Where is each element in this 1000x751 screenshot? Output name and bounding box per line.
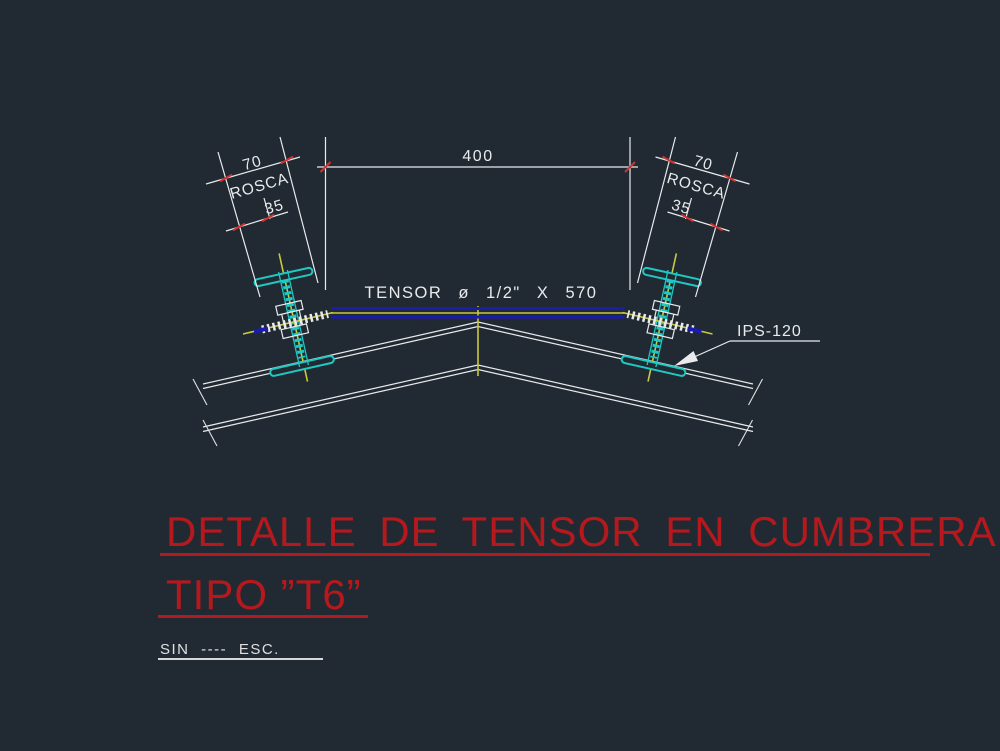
tensor-rod [331,307,625,319]
beam-type-label: IPS-120 [737,323,802,340]
title-line-1: DETALLE DE TENSOR EN CUMBRERA [166,508,997,555]
dim-400-label: 400 [462,148,493,165]
right-bolt-length-label: 70 [691,153,714,175]
scale-note: SIN ---- ESC. [160,641,280,658]
left-bolt-length-label: 70 [241,153,264,175]
title-underline-1 [160,553,930,556]
tensor-spec-label: TENSOR ø 1/2" X 570 [364,284,597,302]
right-thread-length-label: 35 [669,197,692,219]
left-thread-length-label: 35 [263,197,286,219]
arrowhead-icon [674,351,698,366]
title-block: DETALLE DE TENSOR EN CUMBRERA TIPO ”T6” … [158,508,997,660]
scale-underline [158,658,323,660]
ips-leader: IPS-120 [674,323,820,366]
title-line-2: TIPO ”T6” [166,571,362,618]
dimension-400: 400 [317,137,638,290]
title-underline-2 [158,615,368,618]
